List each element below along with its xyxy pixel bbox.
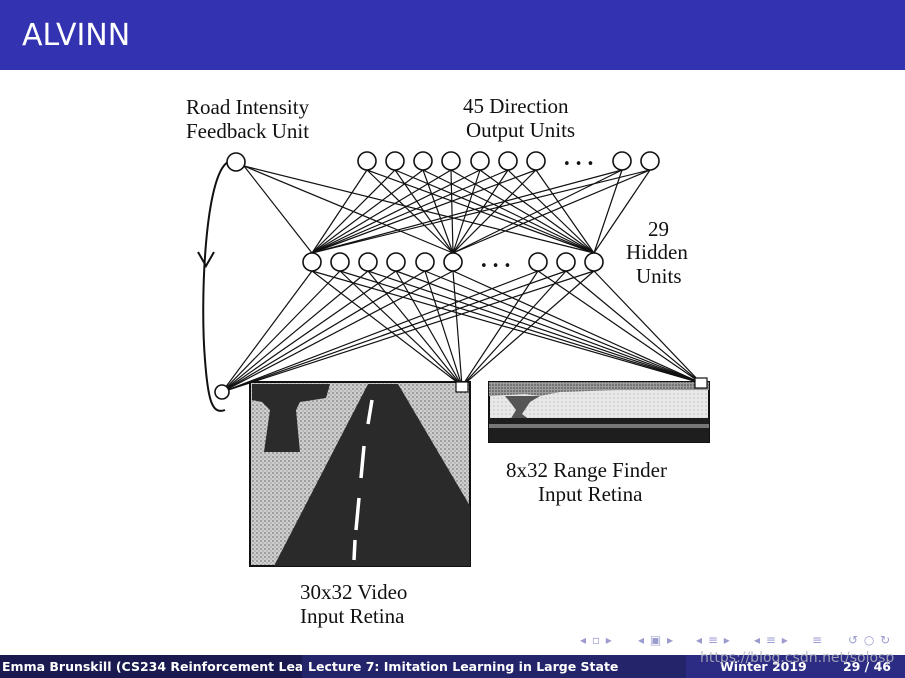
hidden-input-connection [221,270,313,393]
hidden-input-connection [461,270,595,387]
nav-search-icon[interactable]: ↺ ○ ↻ [848,633,892,647]
nav-left-arrow-icon[interactable]: ◂ ▫ ▸ [580,633,613,647]
output-hidden-connection [311,169,424,254]
feedback-unit-label-line1: Road Intensity [186,95,310,119]
output-unit-node [640,151,660,171]
alvinn-network-diagram: • • • • • • Road Intensity Feedback Unit… [186,94,710,628]
output-unit-node [413,151,433,171]
output-hidden-connection [311,169,509,254]
footer-lecture: Lecture 7: Imitation Learning in Large S… [302,655,686,678]
network-connections [221,165,702,393]
watermark: https://blog.csdn.net/solosp [700,650,895,666]
output-hidden-connection [311,169,481,254]
hidden-input-connection [221,270,539,393]
hidden-ellipsis: • • • [480,259,511,274]
output-unit-node [357,151,377,171]
hidden-input-connection [221,270,369,393]
feedback-arrow-icon [197,251,215,269]
video-input-retina [249,381,471,567]
hidden-input-connection [593,270,702,384]
hidden-input-connection [452,270,702,384]
nav-frame-icon[interactable]: ◂ ▣ ▸ [638,633,675,647]
nav-subsection-icon[interactable]: ◂ ≡ ▸ [696,633,731,647]
hidden-unit-node [584,252,604,272]
range-finder-label-line2: Input Retina [538,482,643,506]
hidden-input-connection [339,270,702,384]
output-hidden-connection [593,169,651,254]
hidden-input-connection [221,270,341,393]
output-hidden-connection [311,169,623,254]
title-bar: ALVINN [0,0,905,70]
feedback-hidden-connection [243,165,313,254]
hidden-input-connection [424,270,463,387]
hidden-input-connection [395,270,702,384]
hidden-input-connection [565,270,702,384]
hidden-unit-node [330,252,350,272]
hidden-input-connection [424,270,702,384]
hidden-input-connection [221,270,454,393]
feedback-unit-label-line2: Feedback Unit [186,119,309,143]
hidden-input-connection [221,270,397,393]
hidden-input-connection [461,270,567,387]
output-hidden-connection [311,169,651,254]
hidden-unit-node [556,252,576,272]
slide-title: ALVINN [22,18,131,53]
hidden-input-connection [221,270,426,393]
output-unit-node [441,151,461,171]
output-unit-node [470,151,490,171]
hidden-unit-node [528,252,548,272]
output-hidden-connection [450,169,595,254]
feedback-hidden-connection [243,165,595,254]
hidden-input-connection [221,270,595,393]
video-retina-label-line1: 30x32 Video [300,580,407,604]
hidden-unit-node [386,252,406,272]
hidden-unit-node [302,252,322,272]
footer-bar: Emma Brunskill (CS234 Reinforcement Lear… [0,655,905,678]
output-units-label-line2: Output Units [466,118,575,142]
hidden-input-connection [311,270,702,384]
hidden-unit-node [415,252,435,272]
output-unit-node [385,151,405,171]
range-finder-label-line1: 8x32 Range Finder [506,458,667,482]
footer-page-number: 29 / 46 [842,659,891,674]
output-hidden-connection [311,169,452,254]
hidden-input-connection [395,270,463,387]
hidden-units-label-line3: Units [636,264,682,288]
output-hidden-connection [535,169,595,254]
output-unit-node [498,151,518,171]
footer-author: Emma Brunskill (CS234 Reinforcement Lear… [0,655,302,678]
hidden-units [302,252,604,272]
range-finder-input-retina [488,377,710,443]
nav-section-icon[interactable]: ◂ ≡ ▸ [754,633,789,647]
output-hidden-connection [311,169,537,254]
nav-align-icon[interactable]: ≡ [812,633,824,647]
feedback-unit [226,152,246,172]
hidden-input-connection [221,270,567,393]
output-hidden-connection [452,169,651,254]
output-units [357,151,660,171]
output-hidden-connection [311,169,368,254]
footer-date: Winter 2019 [720,659,807,674]
hidden-input-connection [367,270,702,384]
output-hidden-connection [450,169,454,254]
hidden-units-label-line2: Hidden [626,240,688,264]
output-unit-node [612,151,632,171]
footer-date-pages: Winter 2019 29 / 46 [686,655,905,678]
hidden-units-label-line1: 29 [648,217,669,241]
hidden-input-connection [452,270,463,387]
input-anchor-node [214,384,230,400]
feedback-loop-arc [202,161,229,412]
feedback-hidden-connection [243,165,454,254]
beamer-navigation-bar[interactable]: ◂ ▫ ▸ ◂ ▣ ▸ ◂ ≡ ▸ ◂ ≡ ▸ ≡ ↺ ○ ↻ [580,633,900,651]
output-hidden-connection [452,169,537,254]
output-units-label-line1: 45 Direction [463,94,569,118]
hidden-input-connection [367,270,463,387]
hidden-input-connection [537,270,702,384]
output-ellipsis: • • • [563,157,594,172]
output-unit-node [526,151,546,171]
hidden-unit-node [443,252,463,272]
hidden-unit-node [358,252,378,272]
video-retina-label-line2: Input Retina [300,604,405,628]
hidden-input-connection [461,270,539,387]
